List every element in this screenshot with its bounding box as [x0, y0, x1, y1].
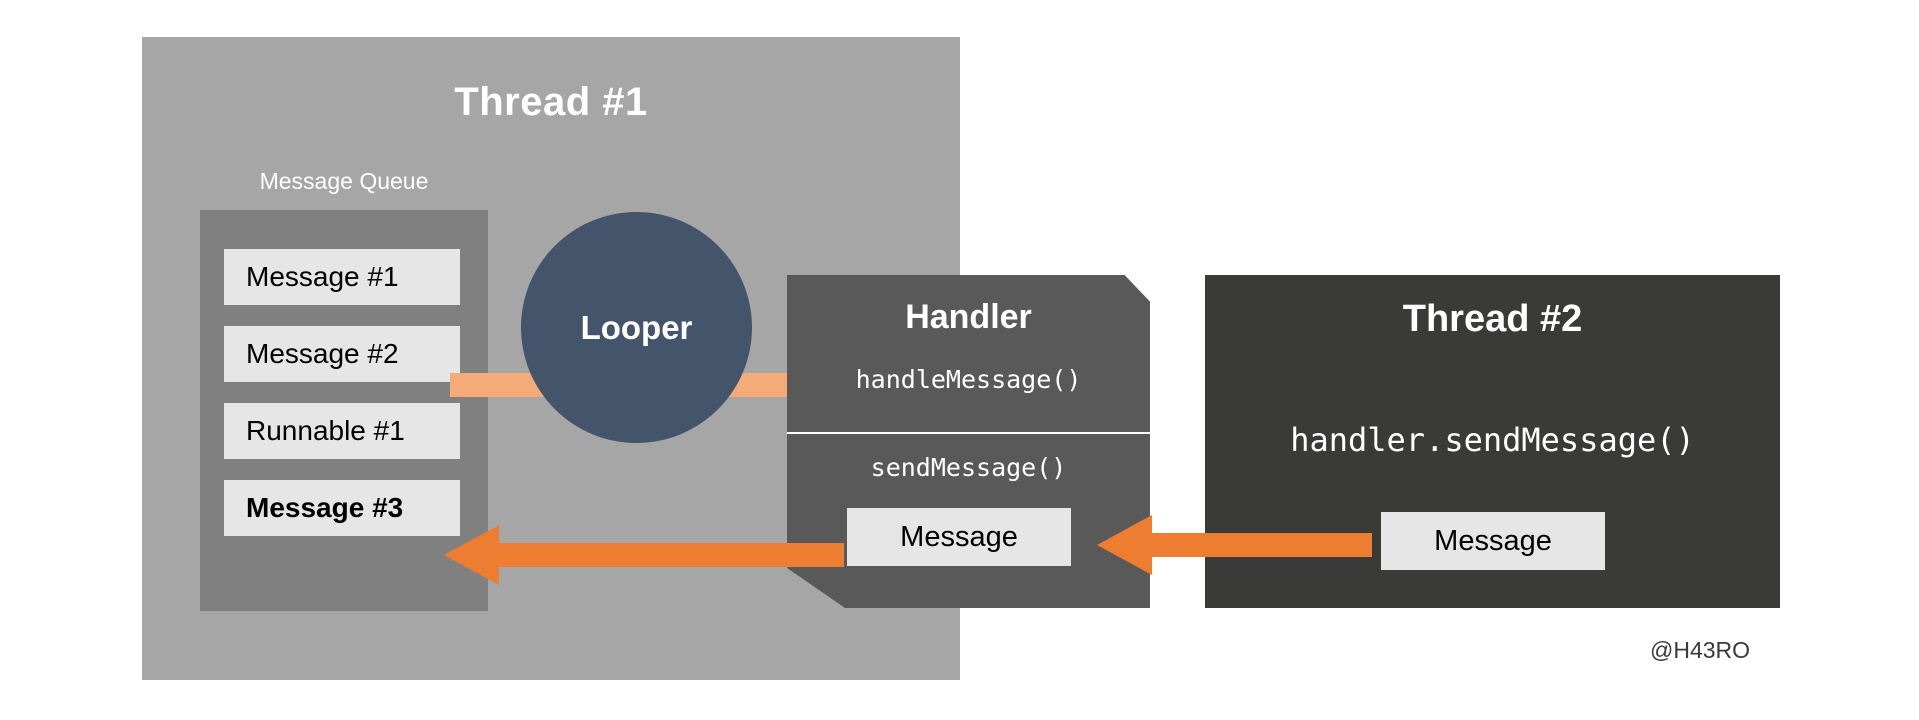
handler-divider	[787, 432, 1150, 434]
handler-send-message-label: sendMessage()	[870, 453, 1067, 482]
handler-box: Handler handleMessage() sendMessage() Me…	[787, 275, 1150, 608]
handler-handle-message-label: handleMessage()	[855, 365, 1082, 394]
message-queue-items: Message #1 Message #2 Runnable #1 Messag…	[224, 249, 460, 557]
thread2-send-message-call: handler.sendMessage()	[1290, 421, 1695, 459]
thread2-message-box[interactable]: Message	[1381, 512, 1605, 570]
message-queue-box: Message #1 Message #2 Runnable #1 Messag…	[200, 210, 488, 611]
looper-label: Looper	[580, 308, 693, 346]
watermark: @H43RO	[1650, 637, 1751, 663]
arrow-thread2-to-handler	[1097, 515, 1372, 575]
handler-title: Handler	[905, 298, 1032, 336]
arrow-handler-to-queue	[444, 525, 844, 585]
thread2-title: Thread #2	[1402, 298, 1583, 340]
message-queue-label: Message Queue	[259, 168, 429, 194]
queue-item-message-1[interactable]: Message #1	[224, 249, 460, 305]
queue-item-runnable-1[interactable]: Runnable #1	[224, 403, 460, 459]
thread1-title: Thread #1	[454, 80, 648, 124]
looper-circle: Looper	[521, 212, 752, 443]
queue-item-message-3[interactable]: Message #3	[224, 480, 460, 536]
handler-message-box[interactable]: Message	[847, 508, 1071, 566]
queue-item-message-2[interactable]: Message #2	[224, 326, 460, 382]
